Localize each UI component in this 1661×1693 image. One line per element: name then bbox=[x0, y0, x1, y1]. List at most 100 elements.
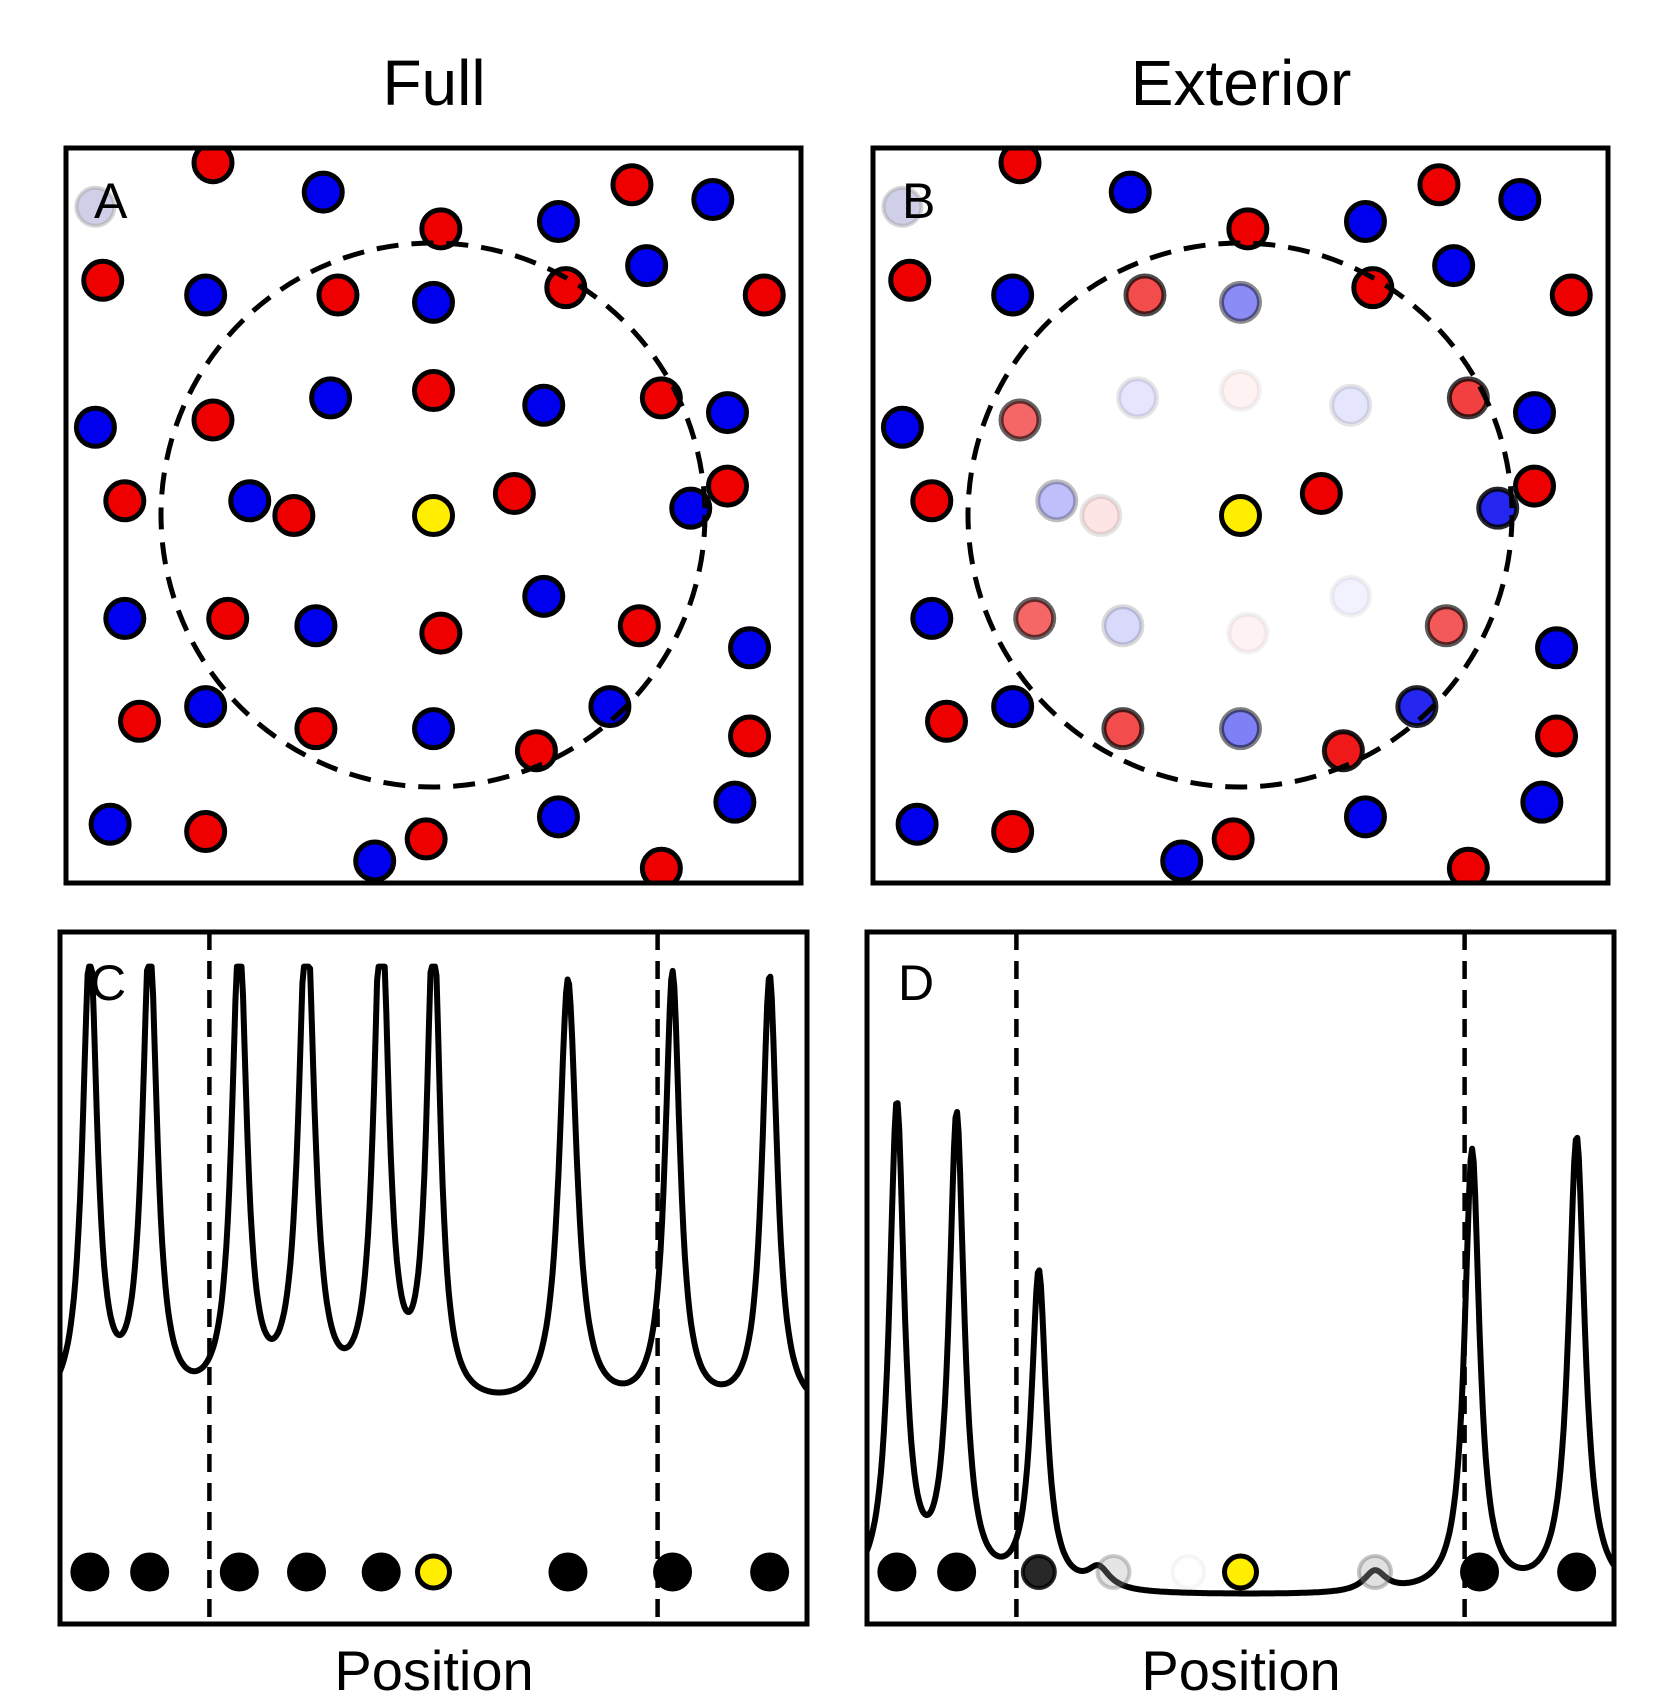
red-atom bbox=[1079, 494, 1123, 537]
red-atom bbox=[1013, 596, 1057, 640]
blue-atom bbox=[1160, 839, 1204, 883]
red-atom bbox=[419, 207, 463, 251]
atom-marker bbox=[1557, 1552, 1597, 1592]
blue-atom bbox=[669, 486, 713, 530]
red-atom bbox=[316, 273, 360, 317]
panel-d: D Position bbox=[864, 929, 1617, 1693]
panel-b-letter: B bbox=[902, 173, 935, 229]
red-atom bbox=[742, 273, 786, 317]
density-curve bbox=[60, 963, 807, 1396]
red-atom bbox=[610, 163, 654, 207]
atom-marker bbox=[937, 1552, 977, 1592]
red-atom bbox=[1549, 273, 1593, 317]
red-atom bbox=[514, 729, 558, 773]
blue-atom bbox=[1432, 244, 1476, 288]
red-atom bbox=[1226, 611, 1270, 655]
panel-a-atoms bbox=[73, 148, 786, 883]
atom-marker bbox=[653, 1552, 693, 1592]
red-atom bbox=[998, 148, 1042, 185]
red-atom bbox=[419, 611, 463, 655]
blue-atom bbox=[706, 391, 749, 435]
red-atom bbox=[1226, 207, 1270, 251]
ghost-atom bbox=[74, 185, 117, 228]
blue-atom bbox=[691, 177, 735, 221]
blue-atom bbox=[412, 707, 455, 751]
atom-marker bbox=[877, 1552, 917, 1592]
red-atom bbox=[404, 817, 448, 861]
red-atom bbox=[617, 604, 661, 648]
panel-c-plot bbox=[60, 932, 807, 1624]
atom-marker bbox=[1095, 1554, 1132, 1590]
panel-c: C Position bbox=[57, 929, 810, 1693]
red-atom bbox=[888, 258, 932, 302]
atom-marker bbox=[219, 1552, 259, 1592]
center-atom bbox=[412, 494, 455, 537]
blue-atom bbox=[228, 479, 272, 523]
blue-atom bbox=[73, 405, 117, 449]
blue-atom bbox=[184, 685, 228, 729]
atom-marker bbox=[750, 1552, 790, 1592]
blue-atom bbox=[103, 596, 147, 640]
red-atom bbox=[910, 479, 954, 523]
blue-atom bbox=[1219, 280, 1262, 324]
blue-atom bbox=[88, 802, 132, 846]
blue-atom bbox=[309, 376, 353, 420]
blue-atom bbox=[910, 596, 954, 640]
panel-c-frame bbox=[57, 929, 810, 1627]
red-atom bbox=[1211, 817, 1255, 861]
blue-atom bbox=[1101, 604, 1145, 648]
red-atom bbox=[118, 699, 161, 743]
blue-atom bbox=[880, 405, 924, 449]
red-atom bbox=[272, 494, 316, 537]
blue-atom bbox=[1343, 795, 1387, 839]
red-atom bbox=[206, 596, 250, 640]
atom-marker bbox=[1170, 1554, 1207, 1590]
blue-atom bbox=[1343, 200, 1387, 243]
red-atom bbox=[1535, 714, 1579, 758]
blue-atom bbox=[184, 273, 228, 317]
atom-marker bbox=[1356, 1554, 1393, 1590]
panel-b-cutoff-circle bbox=[965, 240, 1515, 790]
atom-marker bbox=[1460, 1552, 1500, 1592]
red-atom bbox=[103, 479, 147, 523]
red-atom bbox=[1101, 707, 1145, 751]
panel-a-frame bbox=[63, 145, 804, 886]
atom-marker bbox=[361, 1552, 401, 1592]
blue-atom bbox=[1513, 391, 1556, 435]
red-atom bbox=[1123, 273, 1167, 317]
red-atom bbox=[191, 148, 235, 185]
blue-atom bbox=[536, 200, 580, 243]
atom-marker bbox=[70, 1552, 110, 1592]
red-atom bbox=[412, 369, 455, 413]
red-atom bbox=[191, 398, 235, 442]
panel-a: A bbox=[63, 145, 804, 886]
center-atom-marker bbox=[1222, 1553, 1259, 1591]
blue-atom bbox=[1219, 707, 1262, 751]
red-atom bbox=[1446, 376, 1490, 420]
blue-atom bbox=[991, 273, 1035, 317]
blue-atom bbox=[1535, 626, 1579, 670]
density-curve bbox=[867, 1100, 1614, 1597]
blue-atom bbox=[1116, 376, 1160, 420]
blue-atom bbox=[1476, 486, 1520, 530]
red-atom bbox=[1513, 464, 1556, 508]
red-atom bbox=[1219, 369, 1262, 413]
red-atom bbox=[706, 464, 749, 508]
panel-d-plot bbox=[867, 932, 1614, 1624]
blue-atom bbox=[412, 280, 455, 324]
red-atom bbox=[1321, 729, 1365, 773]
title-exterior: Exterior bbox=[1131, 47, 1352, 119]
panel-b-frame bbox=[870, 145, 1611, 886]
atom-marker bbox=[287, 1552, 327, 1592]
red-atom bbox=[728, 714, 772, 758]
red-atom bbox=[639, 846, 683, 883]
red-atom bbox=[1424, 604, 1468, 648]
blue-atom bbox=[991, 685, 1035, 729]
blue-atom bbox=[301, 170, 345, 214]
blue-atom bbox=[1035, 479, 1079, 523]
blue-atom bbox=[1108, 170, 1152, 214]
atom-marker bbox=[548, 1552, 588, 1592]
panel-a-cutoff-circle bbox=[158, 240, 708, 790]
panel-c-letter: C bbox=[90, 955, 126, 1011]
